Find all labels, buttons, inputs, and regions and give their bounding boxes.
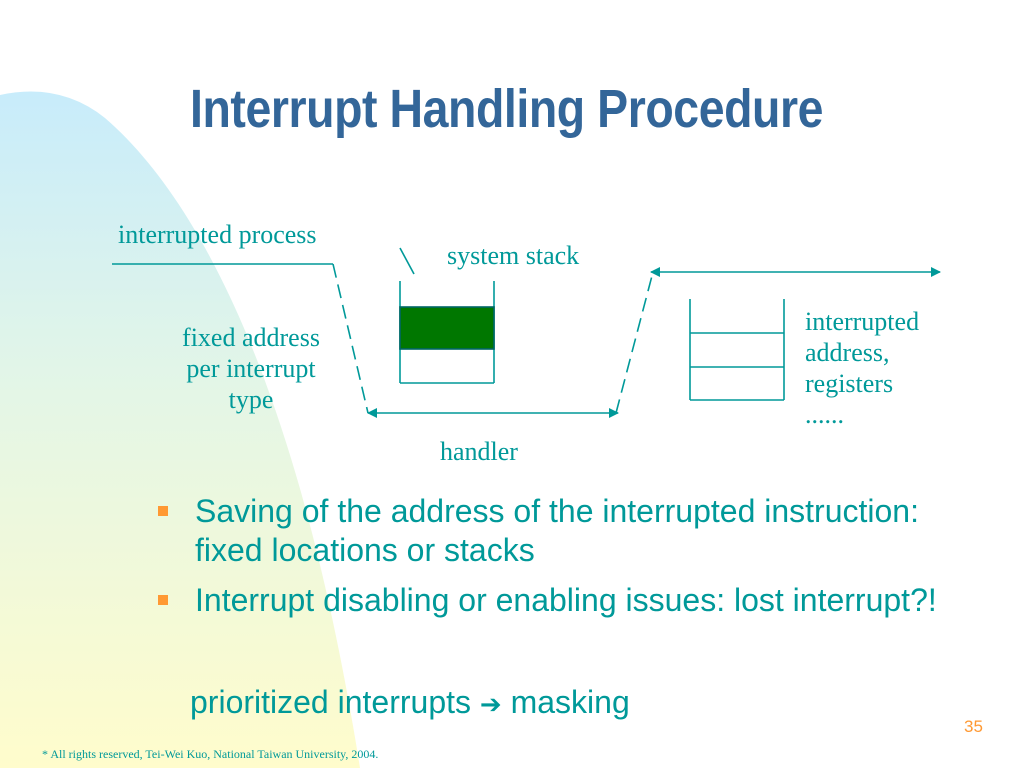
- return-line: [615, 271, 654, 414]
- stack-top-entry: [399, 306, 495, 350]
- stack-contents-label: interrupted address, registers ......: [805, 302, 919, 435]
- jump-to-handler-line: [332, 263, 369, 414]
- sub-item-left: prioritized interrupts: [190, 684, 471, 720]
- page-number: 35: [964, 717, 983, 736]
- background-curve: [0, 91, 360, 768]
- fixed-address-line-2: per interrupt: [186, 354, 316, 383]
- bullet-list: Saving of the address of the interrupted…: [158, 492, 978, 631]
- fixed-address-line-3: type: [228, 385, 274, 414]
- right-arrow-icon: ➔: [479, 690, 502, 720]
- bullet-item: Interrupt disabling or enabling issues: …: [158, 581, 978, 620]
- square-bullet-icon: [158, 506, 168, 516]
- stack-contents-line-4: ......: [805, 400, 844, 429]
- interrupted-process-label: interrupted process: [118, 220, 317, 249]
- fixed-address-line-1: fixed address: [182, 323, 320, 352]
- sub-item-right: masking: [510, 684, 630, 720]
- handler-label: handler: [440, 437, 518, 466]
- bullet-text: Saving of the address of the interrupted…: [195, 493, 919, 568]
- bullet-item: Saving of the address of the interrupted…: [158, 492, 978, 570]
- stack-contents-line-3: registers: [805, 369, 894, 398]
- stack-frame: [689, 299, 785, 401]
- fixed-address-label: fixed address per interrupt type: [151, 322, 351, 415]
- system-stack-label: system stack: [447, 241, 580, 270]
- stack-pointer-line: [399, 247, 415, 275]
- system-stack: [399, 281, 495, 384]
- bullet-text: Interrupt disabling or enabling issues: …: [195, 582, 937, 618]
- sub-item: prioritized interrupts ➔ masking: [190, 683, 630, 725]
- copyright-footer: * All rights reserved, Tei-Wei Kuo, Nati…: [42, 747, 379, 761]
- slide-title: Interrupt Handling Procedure: [190, 79, 824, 139]
- stack-contents-line-1: interrupted: [805, 307, 920, 336]
- square-bullet-icon: [158, 595, 168, 605]
- stack-contents-line-2: address,: [805, 338, 890, 367]
